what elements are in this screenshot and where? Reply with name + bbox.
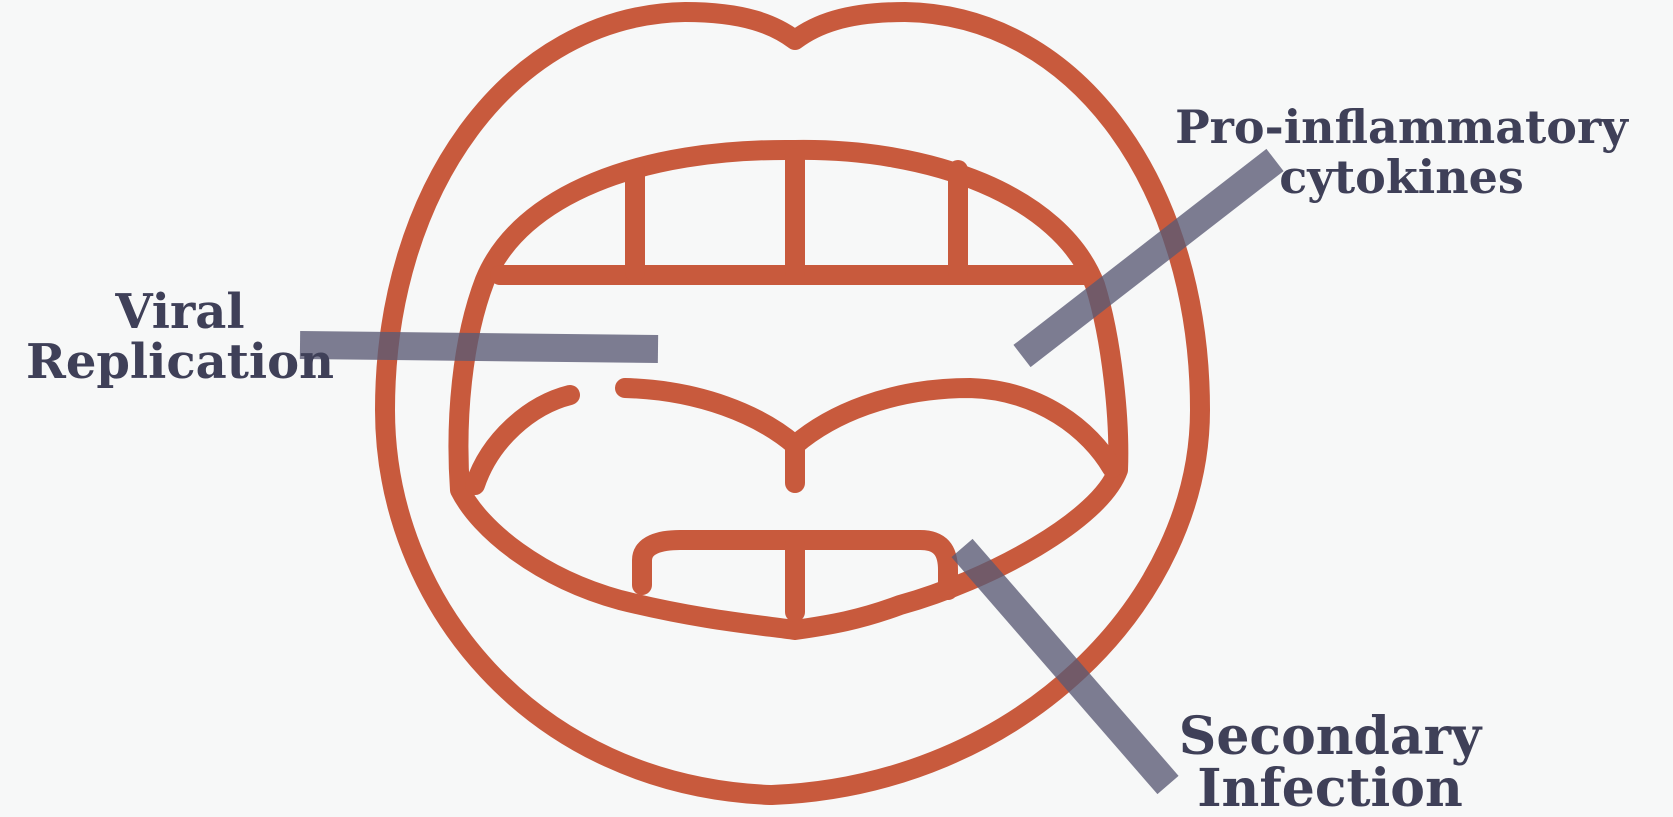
cytokines-label: Pro-inflammatory cytokines (1130, 102, 1673, 202)
pointer-secondary-infection (962, 548, 1168, 785)
cytokines-label-line2: cytokines (1130, 152, 1673, 202)
tongue-left-edge (475, 395, 570, 485)
viral-replication-label-line1: Viral (0, 287, 360, 337)
tongue-top-outline (625, 388, 1112, 468)
secondary-infection-label-line2: Infection (1160, 763, 1500, 815)
viral-replication-label: Viral Replication (0, 287, 360, 387)
cytokines-label-line1: Pro-inflammatory (1130, 102, 1673, 152)
secondary-infection-label-line1: Secondary (1160, 711, 1500, 763)
viral-replication-label-line2: Replication (0, 337, 360, 387)
secondary-infection-label: Secondary Infection (1160, 711, 1500, 815)
